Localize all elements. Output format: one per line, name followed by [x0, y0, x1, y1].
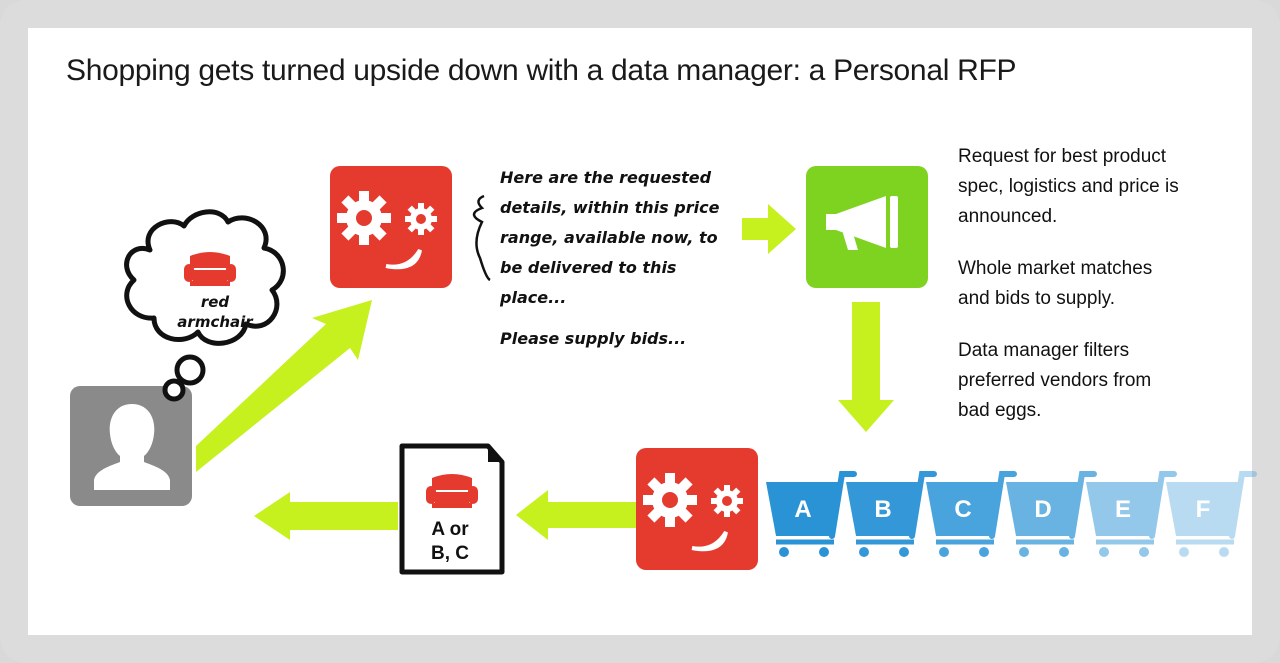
armchair-icon: [426, 474, 478, 508]
info-line: Data manager filters: [958, 340, 1130, 361]
document-line-1: A or: [431, 519, 469, 540]
shopping-cart-icon: A: [766, 471, 857, 557]
request-line: place...: [500, 288, 567, 307]
info-line: Request for best product: [958, 146, 1167, 167]
shopping-cart-icon: B: [846, 471, 937, 557]
request-line: range, available now, to: [500, 228, 718, 247]
cart-label: E: [1115, 496, 1131, 523]
thought-bubble: [124, 209, 286, 402]
info-paragraph-1: Request for best product spec, logistics…: [958, 142, 1218, 232]
info-paragraph-2: Whole market matches and bids to supply.: [958, 254, 1218, 314]
armchair-icon: [184, 252, 236, 286]
document-text: A or B, C: [400, 518, 500, 566]
thought-text: red armchair: [160, 292, 270, 332]
info-paragraph-3: Data manager filters preferred vendors f…: [958, 336, 1218, 426]
user-box: [70, 386, 192, 506]
info-line: and bids to supply.: [958, 288, 1116, 309]
thought-line-1: red: [200, 293, 230, 311]
arrow-to-document: [516, 490, 636, 540]
shopping-cart-icon: C: [926, 471, 1017, 557]
info-line: spec, logistics and price is: [958, 176, 1179, 197]
broadcast-box: [806, 166, 928, 288]
data-manager-box-top: [330, 166, 452, 288]
arrow-down-to-carts: [838, 302, 894, 432]
shopping-cart-icon: F: [1166, 471, 1257, 557]
arrow-to-megaphone: [742, 204, 796, 254]
cart-label: F: [1196, 496, 1211, 523]
request-line: be delivered to this: [500, 258, 677, 277]
user-icon: [94, 404, 170, 490]
shopping-cart-icon: D: [1006, 471, 1097, 557]
request-text: Here are the requested details, within t…: [500, 163, 740, 313]
cart-label: C: [954, 496, 971, 523]
cart-label: B: [874, 496, 891, 523]
page-title: Shopping gets turned upside down with a …: [66, 54, 1017, 87]
document-icon: [399, 443, 505, 575]
arrow-user-to-data-manager: [196, 300, 372, 472]
info-line: bad eggs.: [958, 400, 1042, 421]
thought-line-2: armchair: [177, 313, 253, 331]
brace: [472, 194, 491, 282]
gears-icon: [337, 191, 437, 270]
request-line: Here are the requested: [500, 168, 712, 187]
cart-label: A: [794, 496, 811, 523]
info-line: Whole market matches: [958, 258, 1153, 279]
shopping-cart-icon: E: [1086, 471, 1177, 557]
request-closing: Please supply bids...: [500, 329, 687, 348]
info-line: announced.: [958, 206, 1058, 227]
cart-label: D: [1034, 496, 1051, 523]
arrow-to-user: [254, 492, 398, 540]
document-line-2: B, C: [431, 543, 469, 564]
data-manager-box-bottom: [636, 448, 758, 570]
request-line: details, within this price: [500, 198, 720, 217]
gears-icon: [643, 473, 743, 552]
vendor-carts: A B C D E F: [766, 471, 1257, 557]
megaphone-icon: [826, 196, 898, 250]
info-line: preferred vendors from: [958, 370, 1152, 391]
